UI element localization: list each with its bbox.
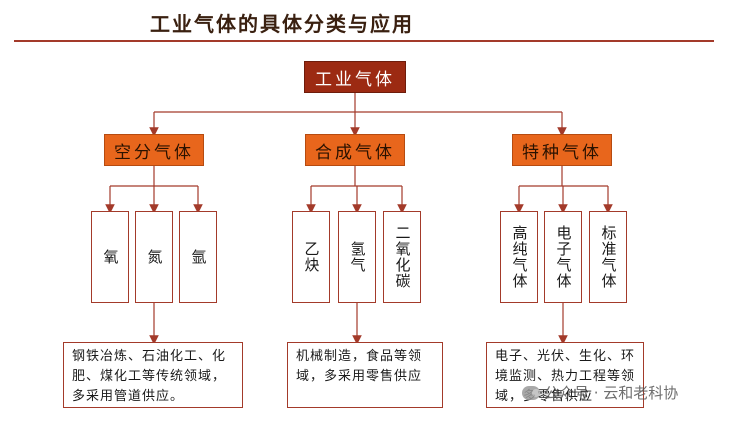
gas-carbon-dioxide: 二氧化碳 [383, 211, 421, 303]
root-node: 工业气体 [304, 61, 406, 93]
wechat-icon [522, 385, 540, 400]
title-rule [14, 40, 714, 42]
watermark: 公众号 · 云和老科协 [522, 382, 678, 403]
application-synthetic: 机械制造，食品等领域，多采用零售供应 [287, 342, 443, 408]
gas-nitrogen: 氮 [135, 211, 173, 303]
gas-standard: 标准气体 [589, 211, 627, 303]
category-specialty: 特种气体 [512, 134, 612, 166]
watermark-text: 公众号 · 云和老科协 [544, 384, 679, 402]
diagram-title: 工业气体的具体分类与应用 [150, 12, 414, 36]
gas-electronic: 电子气体 [544, 211, 582, 303]
gas-hydrogen: 氢气 [338, 211, 376, 303]
application-air-separation: 钢铁冶炼、石油化工、化肥、煤化工等传统领域，多采用管道供应。 [63, 342, 243, 408]
application-specialty: 电子、光伏、生化、环境监测、热力工程等领域，多零售供应 [486, 342, 644, 408]
gas-oxygen: 氧 [91, 211, 129, 303]
category-air-separation: 空分气体 [104, 134, 204, 166]
gas-high-purity: 高纯气体 [500, 211, 538, 303]
gas-argon: 氩 [179, 211, 217, 303]
gas-acetylene: 乙炔 [292, 211, 330, 303]
category-synthetic: 合成气体 [305, 134, 405, 166]
